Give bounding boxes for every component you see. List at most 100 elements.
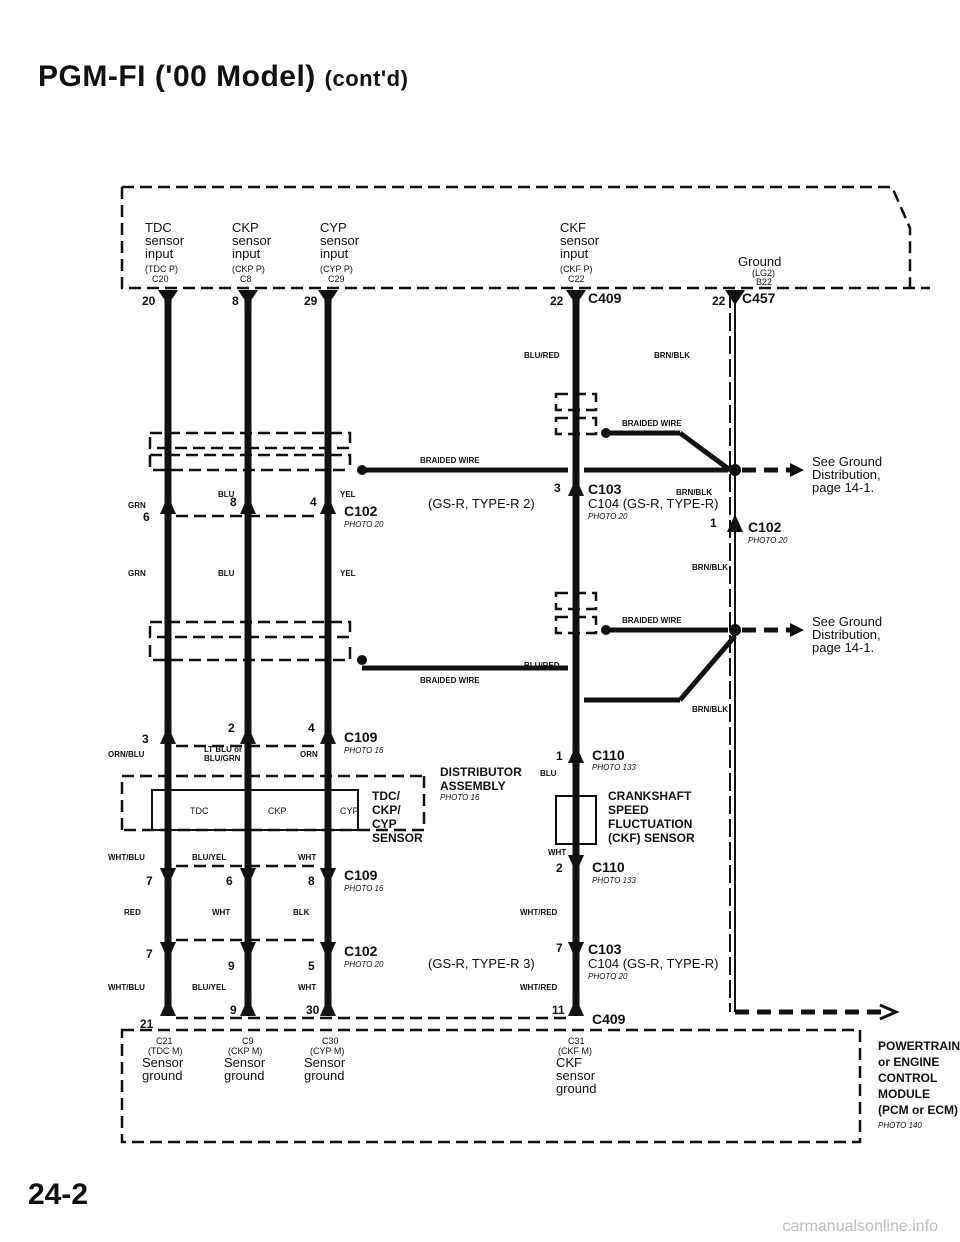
pin-c102-4: 4 [310,495,317,509]
c110-photo: PHOTO 133 [592,763,636,772]
pin-c109-2: 2 [228,721,235,735]
pcm-input-tdc-l2: sensor [145,233,185,248]
pcm-input-ckf-l2: sensor [560,233,600,248]
pcm-ground-c21-l1: Sensor [142,1055,184,1070]
c110-label: C110 [592,747,625,763]
c109-lower-photo: PHOTO 16 [344,884,384,893]
wire-blu-2: BLU [218,569,235,578]
top-pin-29: 29 [304,294,318,308]
wire-wht-blu-1: WHT/BLU [108,853,145,862]
c103-lower-variant: (GS-R, TYPE-R 3) [428,956,535,971]
dist-photo: PHOTO 16 [440,793,480,802]
wire-blu-1: BLU [218,490,235,499]
wire-wht-1: WHT [298,853,316,862]
c110-lower-label: C110 [592,859,625,875]
wire-wht-red-1: WHT/RED [520,908,558,917]
c102-right-photo: PHOTO 20 [748,536,788,545]
c110-lower-photo: PHOTO 133 [592,876,636,885]
wire-orn: ORN [300,750,318,759]
pin-c109-8: 8 [308,874,315,888]
pcm-input-tdc-code: (TDC P) [145,264,178,274]
dist-title-1: DISTRIBUTOR [440,765,522,779]
pcm-name: POWERTRAIN or ENGINE CONTROL MODULE (PCM… [878,1039,960,1130]
pcm-input-tdc: TDC sensor input (TDC P) C20 [145,220,185,284]
pcm-input-ckp-l3: input [232,246,261,261]
pcm-input-ckp-l1: CKP [232,220,259,235]
pcm-bottom-box [120,1028,862,1144]
pin-c102-9: 9 [228,959,235,973]
pcm-input-ckf-l1: CKF [560,220,586,235]
c103-lower: 7 (GS-R, TYPE-R 3) C103 C104 (GS-R, TYPE… [428,941,719,981]
top-pin-8: 8 [232,294,239,308]
c102-upper: 6 8 4 C102 PHOTO 20 [143,495,384,529]
wire-brn-blk-2: BRN/BLK [676,488,712,497]
wire-lt-blu: LT BLU or [204,745,242,754]
pin-c103-7: 7 [556,941,563,955]
ground-ref-1-l1: See Ground [812,454,882,469]
braided-wire-label-1: BRAIDED WIRE [420,456,480,465]
c102-right: 1 C102 PHOTO 20 [710,516,788,545]
pcm-input-ckf-code: (CKF P) [560,264,593,274]
c109-label: C109 [344,729,378,745]
ckf-l3: FLUCTUATION [608,817,692,831]
bottom-pin-9: 9 [230,1003,237,1017]
c103-variant: (GS-R, TYPE-R 2) [428,496,535,511]
dist-ckp-l: CKP/ [372,803,401,817]
pcm-input-cyp-l2: sensor [320,233,360,248]
pcm-input-ckp-l2: sensor [232,233,272,248]
pcm-input-ckp-pin: C8 [240,274,252,284]
bottom-pin-30: 30 [306,1003,320,1017]
pcm-ground-c31-pin: C31 [568,1036,585,1046]
c110-upper: 1 C110 PHOTO 133 [556,747,636,772]
pcm-input-ground-l1: Ground [738,254,781,269]
page-number: 24-2 [28,1178,89,1211]
wire-brn-blk-1: BRN/BLK [654,351,690,360]
pcm-ground-c9-code: (CKP M) [228,1046,262,1056]
right-ground-end [735,1003,900,1021]
pcm-l2: or ENGINE [878,1055,939,1069]
pcm-ground-c31-l1: CKF [556,1055,582,1070]
pcm-input-ckf-pin: C22 [568,274,585,284]
pin-c109-3: 3 [142,732,149,746]
pcm-ground-c31: C31 (CKF M) CKF sensor ground [556,1036,596,1096]
pcm-ground-c21-pin: C21 [156,1036,173,1046]
pcm-ground-c30-l2: ground [304,1068,344,1083]
pin-c110-2: 2 [556,861,563,875]
pcm-ground-c9-l2: ground [224,1068,264,1083]
dist-cyp-l: CYP [372,817,397,831]
pcm-ground-c30-pin: C30 [322,1036,339,1046]
pcm-ground-c9: C9 (CKP M) Sensor ground [224,1036,266,1083]
top-pin-22a: 22 [550,294,564,308]
page-title: PGM-FI ('00 Model) (cont'd) [38,60,408,94]
c102-label: C102 [344,503,378,519]
pcm-input-ground: Ground (LG2) B22 [738,254,781,287]
wire-blu-red-1: BLU/RED [524,351,560,360]
pcm-input-cyp-code: (CYP P) [320,264,353,274]
pcm-input-ckf: CKF sensor input (CKF P) C22 [560,220,600,284]
c109-upper: 3 2 4 C109 PHOTO 16 [142,721,384,755]
ckf-sensor: CRANKSHAFT SPEED FLUCTUATION (CKF) SENSO… [555,789,695,845]
distributor-assembly: TDC CKP CYP TDC/ CKP/ CYP SENSOR DISTRIB… [120,765,522,845]
pcm-ground-c9-l1: Sensor [224,1055,266,1070]
pcm-ground-c31-code: (CKF M) [558,1046,592,1056]
pin-c102-6: 6 [143,510,150,524]
wire-color-labels: BLU/RED BRN/BLK BRN/BLK BRN/BLK BLU/RED … [108,351,728,992]
main-wires [164,290,736,1012]
pcm-input-tdc-l1: TDC [145,220,172,235]
pcm-input-ckp-code: (CKP P) [232,264,265,274]
top-pin-22b: 22 [712,294,726,308]
pin-c109-4: 4 [308,721,315,735]
ground-ref-1-l2: Distribution, [812,467,881,482]
top-pin-20: 20 [142,294,156,308]
wire-brn-blk-4: BRN/BLK [692,705,728,714]
pin-c109-6: 6 [226,874,233,888]
pcm-ground-c30: C30 (CYP M) Sensor ground [304,1036,346,1083]
pin-c103-3: 3 [554,481,561,495]
c103-lower-label: C103 [588,941,622,957]
pcm-photo: PHOTO 140 [878,1121,922,1130]
braided-wire-label-2: BRAIDED WIRE [622,419,682,428]
c102-photo: PHOTO 20 [344,520,384,529]
wire-wht-4: WHT [298,983,316,992]
ground-junction-2: See Ground Distribution, page 14-1. [729,614,882,655]
